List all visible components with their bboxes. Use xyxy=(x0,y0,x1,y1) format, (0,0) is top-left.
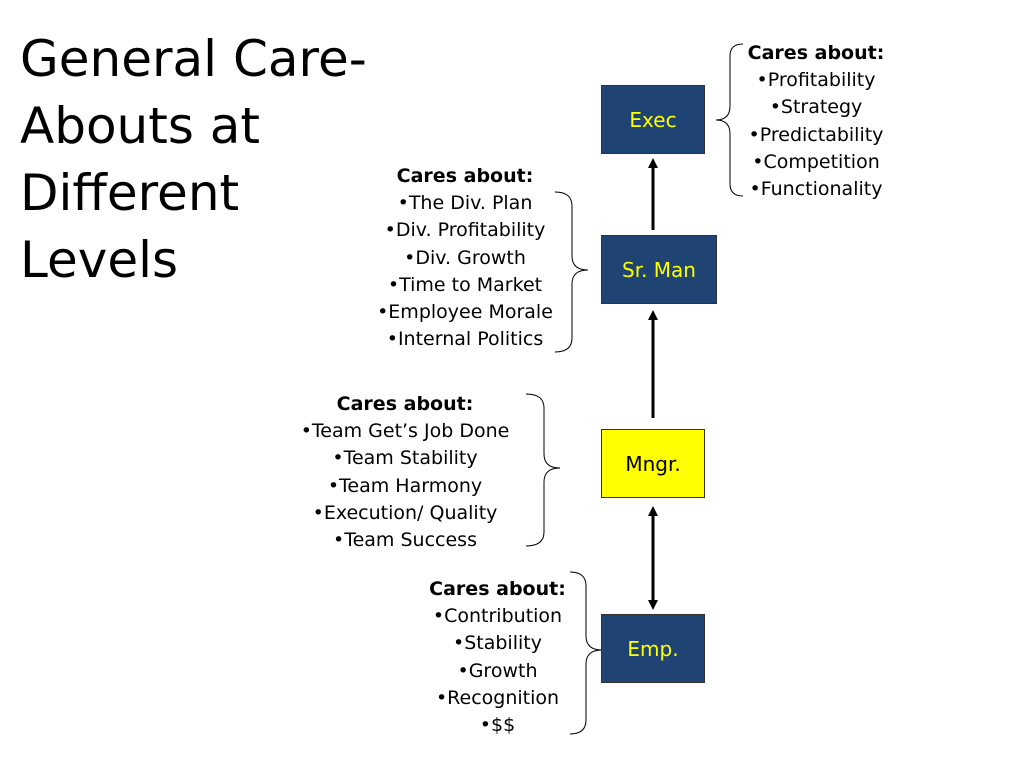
cares-item: •Team Get’s Job Done xyxy=(300,420,510,443)
cares-item: •Recognition xyxy=(435,686,560,709)
cares-list-srman: Cares about: •The Div. Plan •Div. Profit… xyxy=(365,163,565,353)
cares-item: •Functionality xyxy=(749,178,883,201)
title-line-4: Levels xyxy=(20,231,179,289)
cares-item: •Team Harmony xyxy=(327,474,483,497)
level-box-mngr: Mngr. xyxy=(601,429,705,498)
cares-item: •Profitability xyxy=(756,69,876,92)
level-label-mngr: Mngr. xyxy=(625,451,681,476)
cares-item: •Execution/ Quality xyxy=(312,501,498,524)
level-label-emp: Emp. xyxy=(627,636,679,661)
cares-item: •Competition xyxy=(752,150,880,173)
cares-item: •$$ xyxy=(479,714,516,737)
brace-exec xyxy=(715,43,744,197)
cares-header: Cares about: xyxy=(429,578,566,600)
cares-item: •Div. Profitability xyxy=(384,219,546,242)
cares-item: •Internal Politics xyxy=(386,328,544,351)
cares-item: •Time to Market xyxy=(387,273,543,296)
title-line-2: Abouts at xyxy=(20,97,261,155)
cares-item: •Growth xyxy=(457,659,538,682)
cares-list-mngr: Cares about: •Team Get’s Job Done •Team … xyxy=(285,391,525,554)
level-box-srman: Sr. Man xyxy=(601,235,717,304)
cares-item: •Stability xyxy=(453,632,542,655)
cares-item: •Employee Morale xyxy=(377,301,553,324)
cares-header: Cares about: xyxy=(747,42,885,64)
cares-item: •Strategy xyxy=(769,96,863,119)
cares-item: •The Div. Plan xyxy=(397,192,533,215)
level-box-emp: Emp. xyxy=(601,614,705,683)
cares-item: •Team Stability xyxy=(332,447,478,470)
brace-srman xyxy=(554,191,589,353)
level-box-exec: Exec xyxy=(601,85,705,154)
title-line-3: Different xyxy=(20,164,240,222)
cares-list-emp: Cares about: •Contribution •Stability •G… xyxy=(420,576,575,739)
cares-list-exec: Cares about: •Profitability •Strategy •P… xyxy=(736,40,896,203)
level-label-exec: Exec xyxy=(629,107,677,132)
level-label-srman: Sr. Man xyxy=(622,257,696,282)
cares-item: •Contribution xyxy=(432,605,563,628)
brace-mngr xyxy=(525,393,561,547)
cares-item: •Predictability xyxy=(748,123,884,146)
cares-item: •Div. Growth xyxy=(404,246,526,269)
cares-header: Cares about: xyxy=(396,165,534,187)
cares-item: •Team Success xyxy=(333,529,477,552)
title-line-1: General Care- xyxy=(20,30,367,88)
cares-header: Cares about: xyxy=(336,393,474,415)
slide-title: General Care- Abouts at Different Levels xyxy=(20,26,367,294)
